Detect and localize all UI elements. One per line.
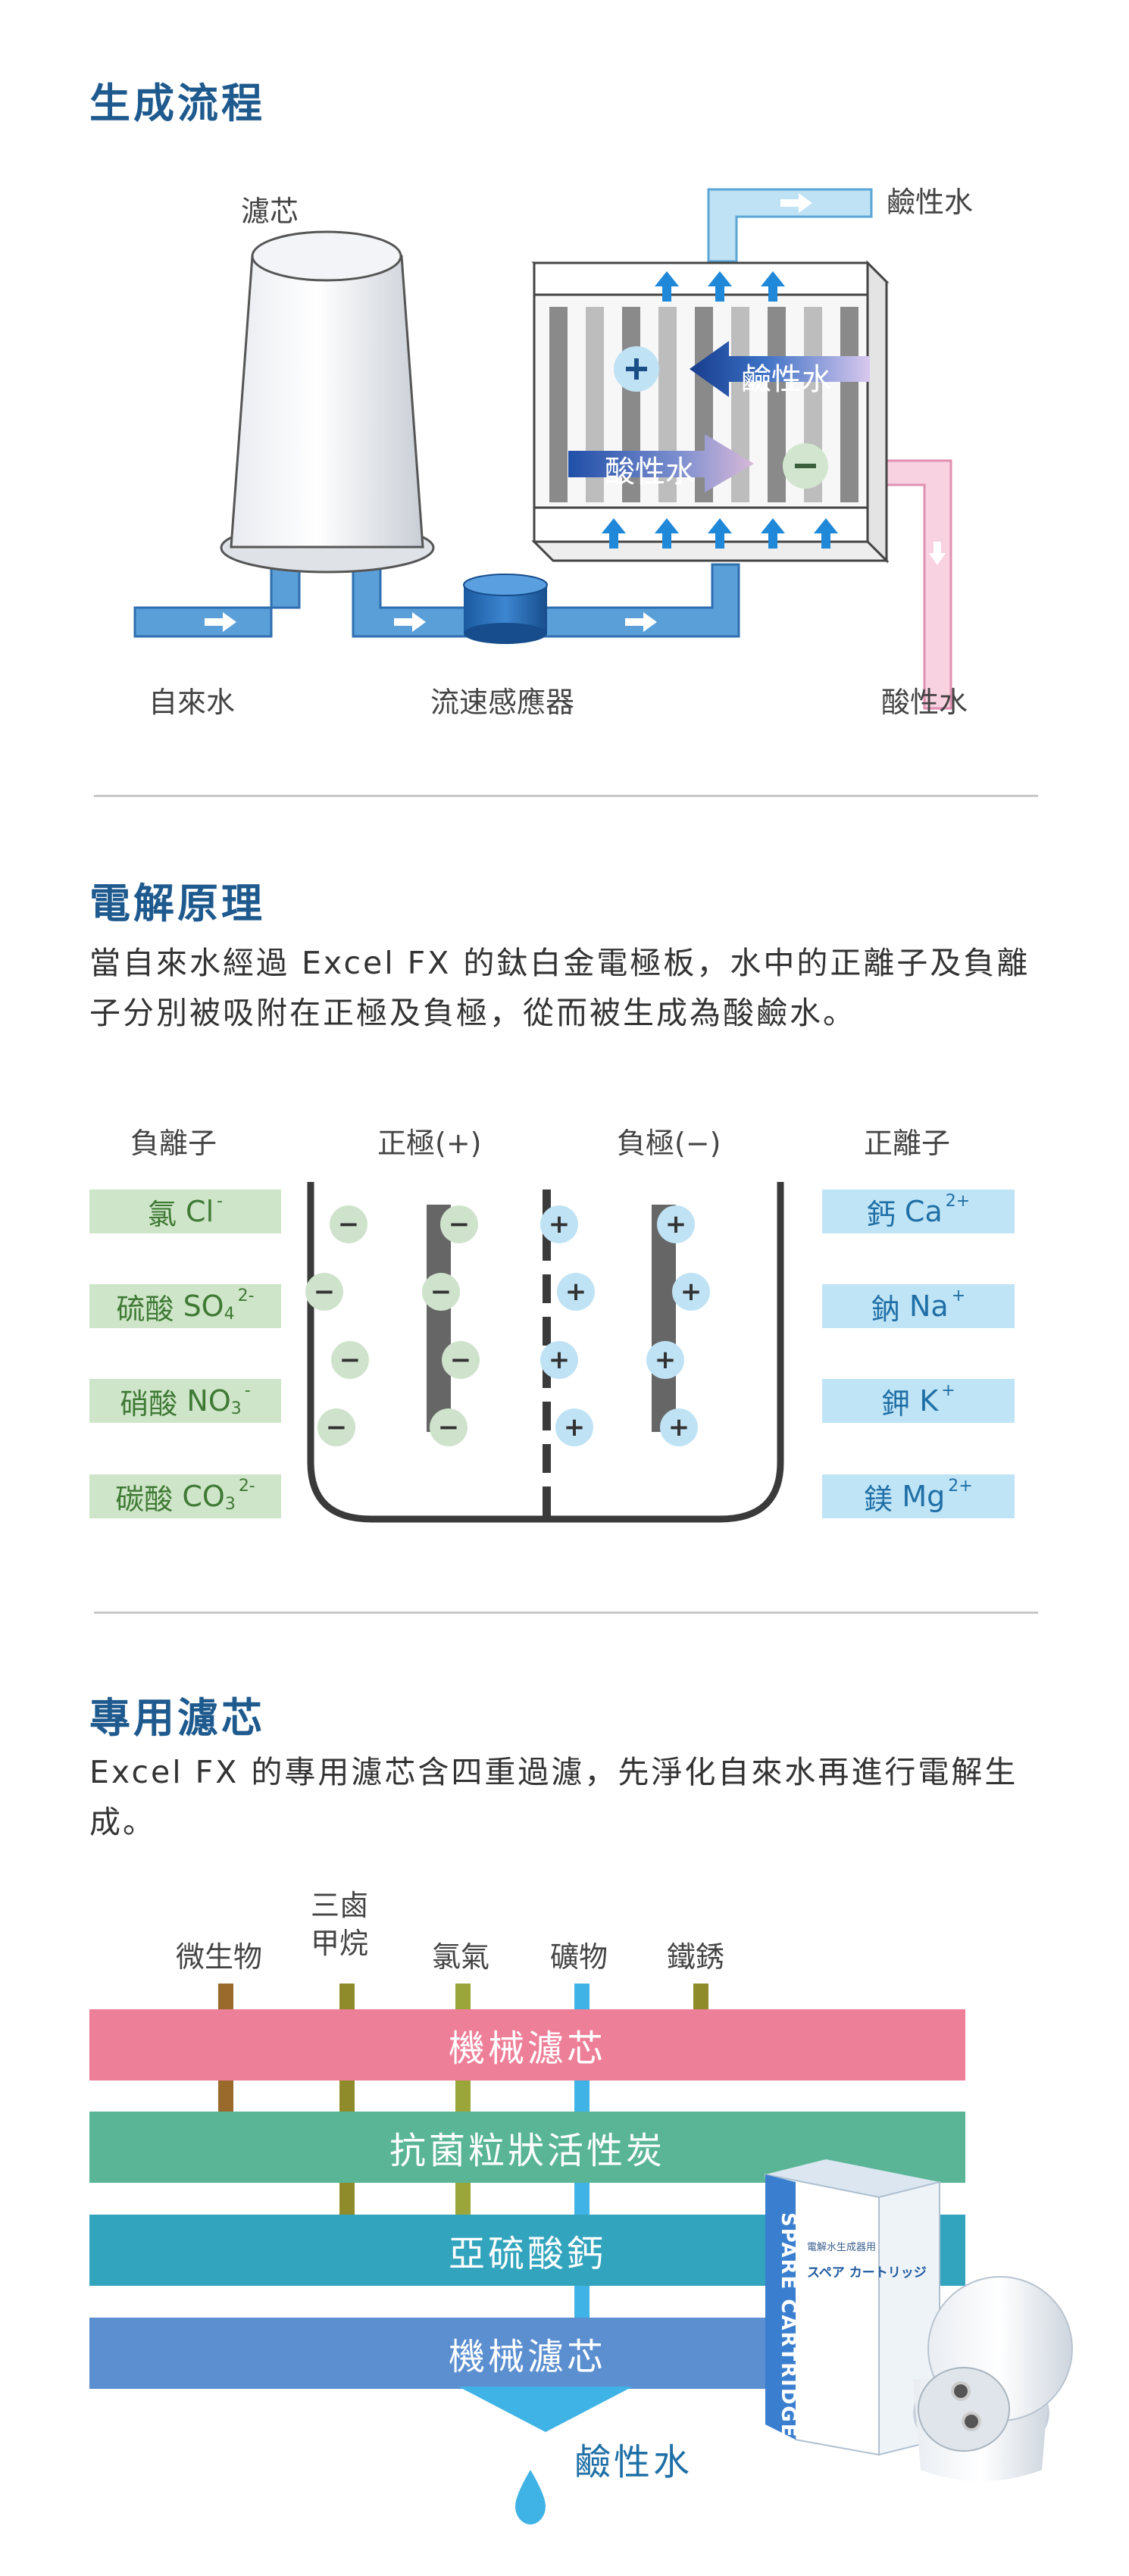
anode-plate — [427, 1205, 451, 1432]
anion-bubble: − — [442, 1341, 480, 1379]
box-brand-text: SPARE CARTRIDGE — [777, 2212, 799, 2439]
section-title-flow: 生成流程 — [89, 80, 265, 127]
cathode-bubble — [783, 443, 828, 489]
tap-water-label: 自來水 — [149, 686, 236, 719]
filter-layer-mechanical-top: 機械濾芯 — [89, 2009, 965, 2080]
cation-bubble: + — [557, 1273, 595, 1311]
alkaline-arrow — [690, 341, 870, 397]
rust-line — [693, 1984, 708, 2014]
flow-sensor — [463, 574, 548, 644]
alkaline-outlet-pipe — [707, 188, 873, 263]
water-drop-icon — [515, 2470, 546, 2524]
anode-bubble — [614, 346, 659, 392]
anion-chip: 氯 Cl- — [89, 1190, 281, 1233]
output-label: 鹼性水 — [574, 2441, 693, 2484]
alkaline-arrow-label: 鹼性水 — [741, 362, 832, 397]
cation-bubble: + — [540, 1205, 578, 1243]
cartridge-product-image: SPARE CARTRIDGE 電解水生成器用 スペア カートリッジ — [764, 2159, 1073, 2481]
acidic-outlet-label: 酸性水 — [881, 686, 968, 719]
anion-bubble: − — [331, 1341, 369, 1379]
cation-header: 正離子 — [864, 1127, 951, 1160]
contaminant-label: 礦物 — [550, 1940, 608, 1974]
contaminant-label: 微生物 — [176, 1940, 263, 1974]
divider — [94, 795, 1038, 797]
contaminant-label: 鐵銹 — [667, 1940, 725, 1974]
anion-bubble: − — [440, 1205, 478, 1243]
cation-bubble: + — [540, 1341, 578, 1379]
box-subtitle-text: 電解水生成器用 — [807, 2242, 876, 2253]
cation-bubble: + — [646, 1341, 684, 1379]
cation-bubble: + — [657, 1205, 695, 1243]
acidic-arrow — [568, 434, 754, 492]
anion-bubble: − — [422, 1273, 460, 1311]
cation-bubble: + — [660, 1408, 698, 1446]
principle-description: 當自來水經過 Excel FX 的鈦白金電極板，水中的正離子及負離子分別被吸附在… — [89, 945, 1030, 1031]
contaminant-label: 氯氣 — [432, 1940, 490, 1974]
divider — [94, 1612, 1038, 1614]
alkaline-outlet-label: 鹼性水 — [887, 186, 974, 219]
section-title-filter: 專用濾芯 — [89, 1694, 265, 1742]
flow-sensor-label: 流速感應器 — [430, 686, 575, 719]
cation-chip: 鈉 Na+ — [822, 1284, 1015, 1328]
cathode-header: 負極(−) — [617, 1127, 721, 1160]
electrolysis-tank — [307, 1182, 784, 1523]
cation-bubble: + — [672, 1273, 710, 1311]
acidic-arrow-label: 酸性水 — [605, 455, 696, 489]
filter-label: 濾芯 — [241, 195, 299, 228]
filter-description: Excel FX 的專用濾芯含四重過濾，先淨化自來水再進行電解生成。 — [89, 1754, 1018, 1840]
box-title-text: スペア カートリッジ — [807, 2265, 927, 2281]
cation-bubble: + — [555, 1408, 593, 1446]
anion-bubble: − — [317, 1408, 355, 1446]
anion-bubble: − — [305, 1273, 343, 1311]
filter-tank — [220, 230, 435, 574]
anion-bubble: − — [330, 1205, 367, 1243]
flow-diagram — [133, 188, 952, 710]
anion-bubble: − — [430, 1408, 468, 1446]
output-funnel — [458, 2387, 633, 2524]
inlet-pipe — [133, 567, 301, 638]
contaminant-label: 三鹵甲烷 — [311, 1889, 369, 1960]
anion-header: 負離子 — [130, 1127, 217, 1160]
cation-chip: 鉀 K+ — [822, 1379, 1015, 1423]
anode-header: 正極(+) — [377, 1127, 482, 1160]
section-title-principle: 電解原理 — [89, 880, 265, 927]
